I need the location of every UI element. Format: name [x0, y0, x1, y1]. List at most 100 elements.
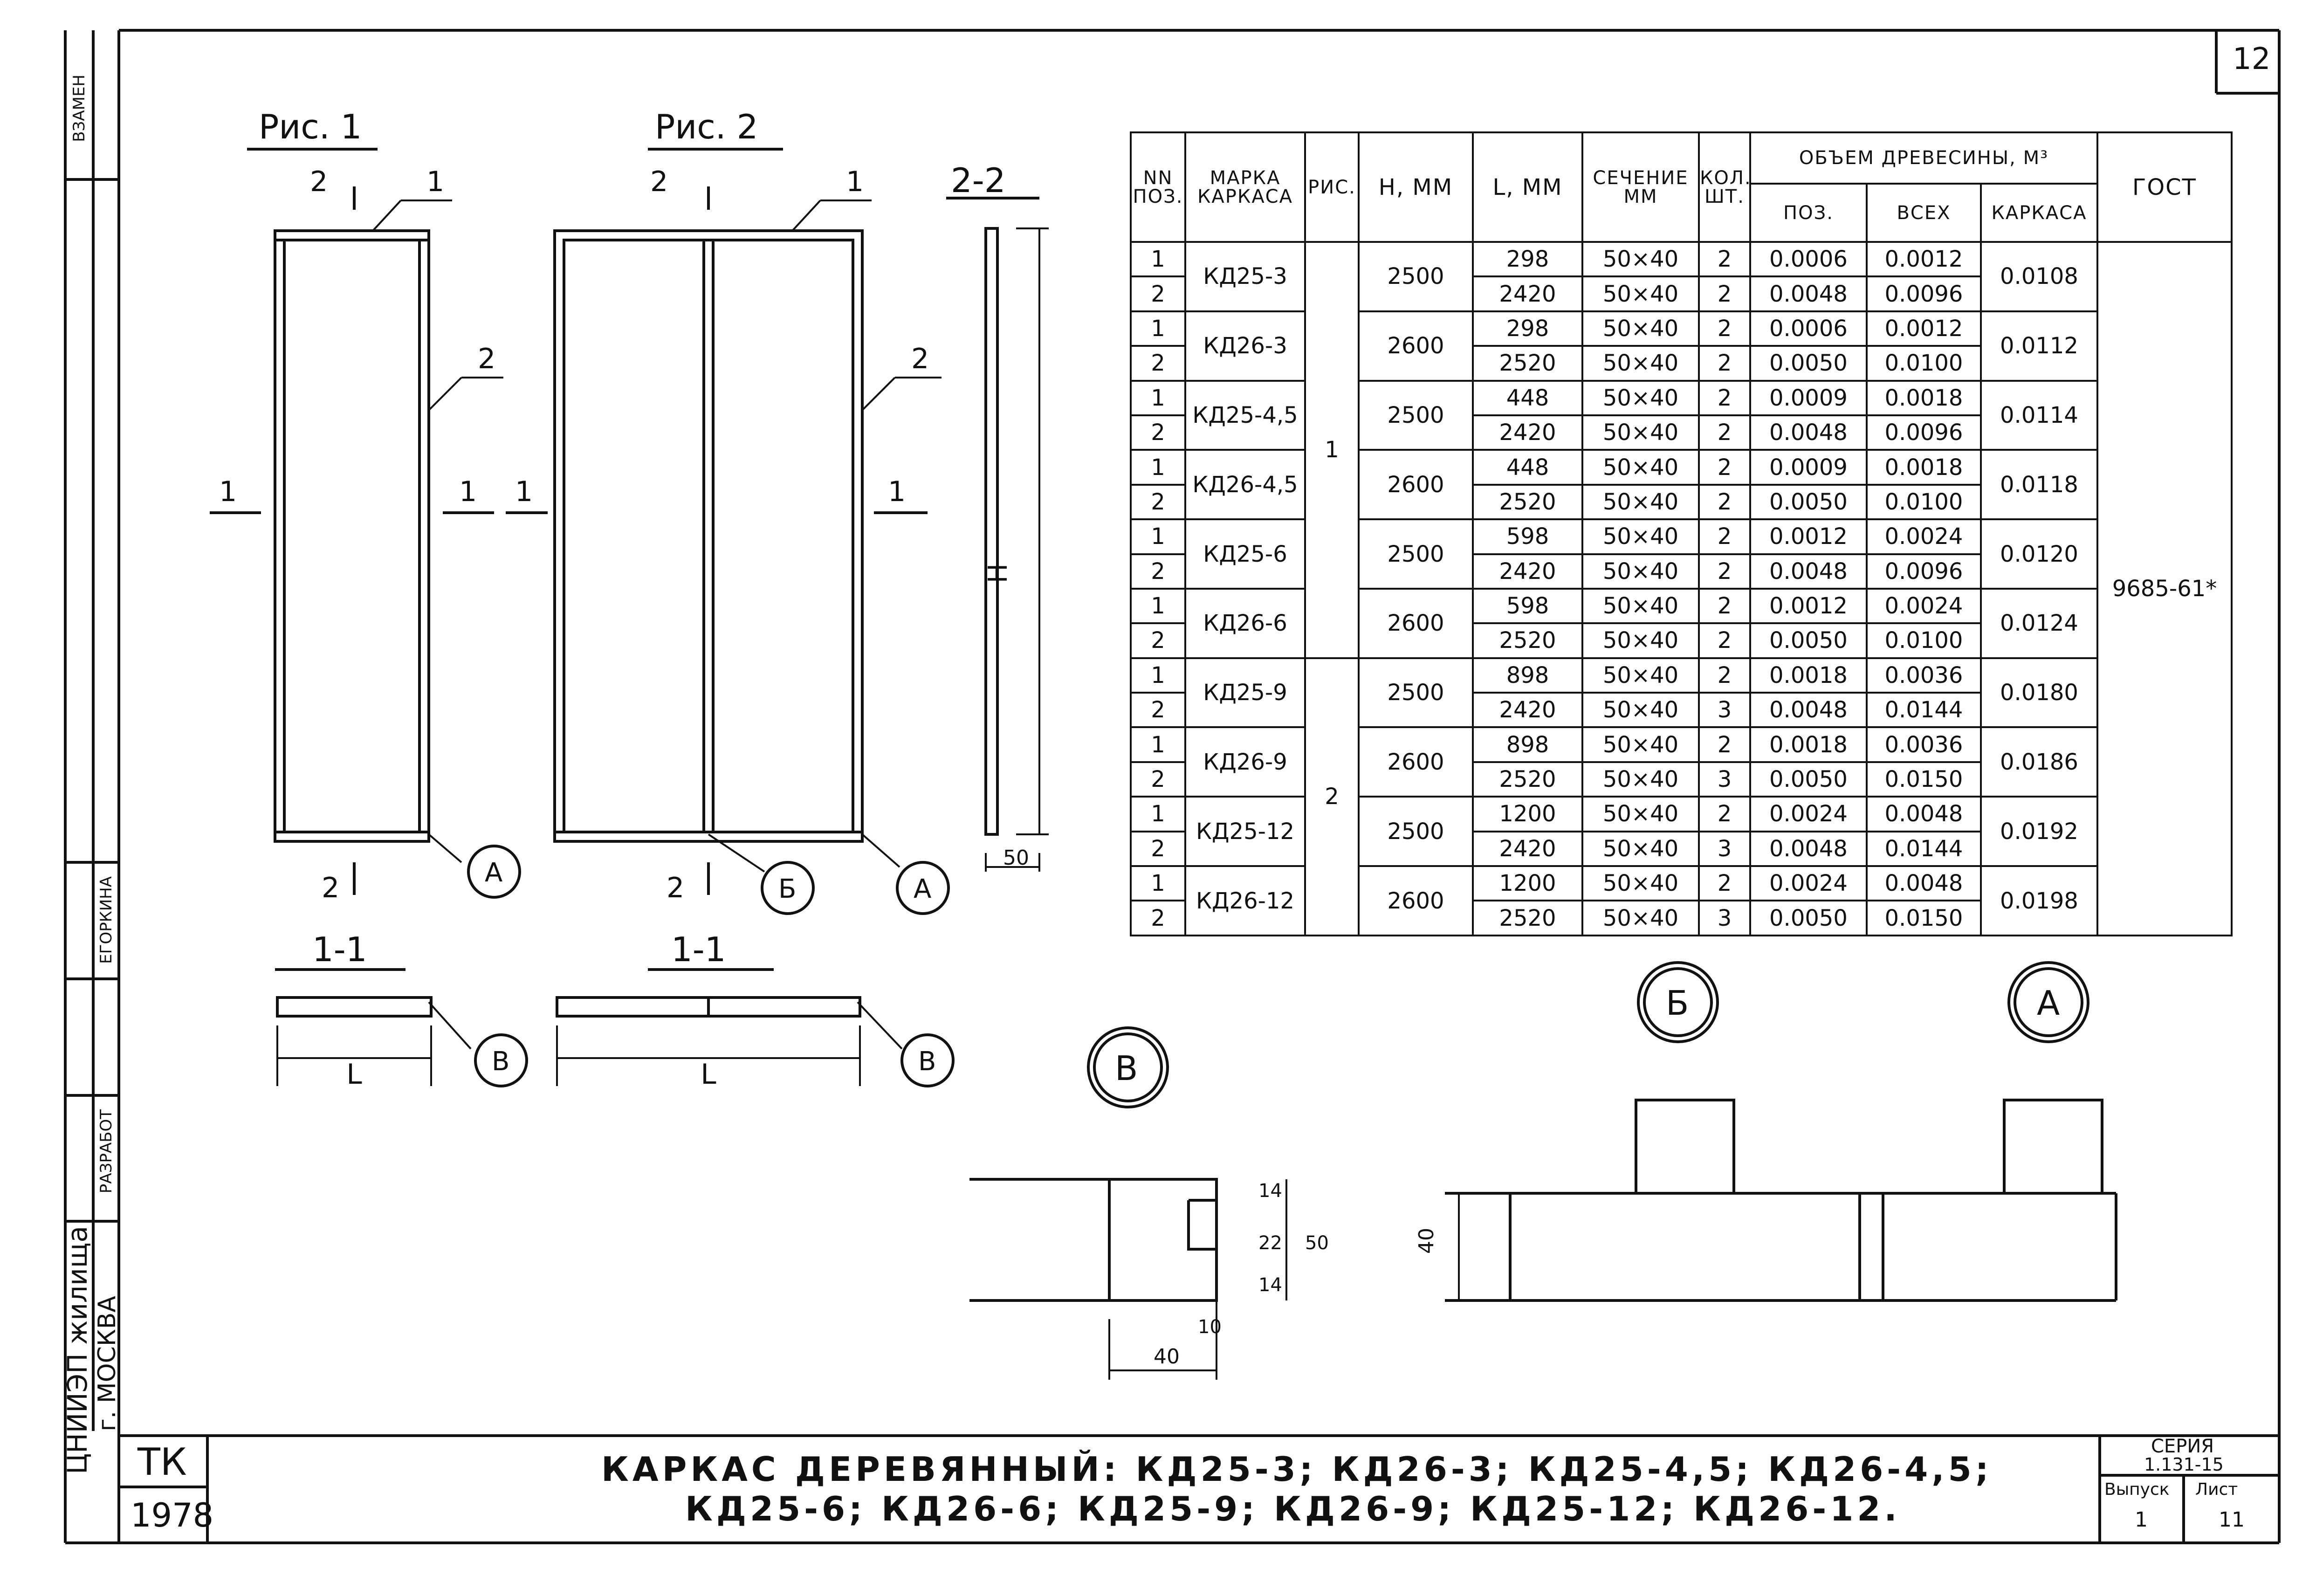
- svg-text:L: L: [701, 1058, 716, 1091]
- org-code: ТК: [137, 1440, 187, 1484]
- qty-value: 2: [1698, 310, 1751, 347]
- vol-pos-value: 0.0012: [1749, 518, 1868, 555]
- vol-all-value: 0.0036: [1866, 657, 1982, 694]
- pos-number: 2: [1130, 622, 1186, 659]
- vol-pos-value: 0.0009: [1749, 379, 1868, 416]
- height-value: 2600: [1358, 587, 1474, 659]
- section-value: 50×40: [1581, 622, 1700, 659]
- svg-text:40: 40: [1415, 1228, 1438, 1254]
- vol-frame-value: 0.0180: [1980, 657, 2098, 729]
- callout-v-sec1: В: [492, 1046, 510, 1077]
- length-value: 448: [1472, 449, 1583, 486]
- margin-razrabot: РАЗРАБОТ: [97, 1109, 116, 1194]
- qty-value: 2: [1698, 865, 1751, 902]
- section-value: 50×40: [1581, 865, 1700, 902]
- header-h: H, ММ: [1358, 131, 1474, 243]
- callout-v-sec2: В: [918, 1046, 936, 1077]
- fig2-title: Рис. 2: [655, 107, 758, 146]
- qty-value: 2: [1698, 275, 1751, 312]
- pos-number: 1: [1130, 449, 1186, 486]
- detail-a-title: А: [2037, 984, 2060, 1023]
- svg-text:H: H: [983, 564, 1013, 583]
- header-volume: ОБЪЕМ ДРЕВЕСИНЫ, М³: [1749, 131, 2098, 185]
- vol-pos-value: 0.0024: [1749, 865, 1868, 902]
- frame-mark: КД26-6: [1184, 587, 1306, 659]
- pos-number: 1: [1130, 310, 1186, 347]
- fig1-title: Рис. 1: [259, 107, 362, 146]
- pos-number: 2: [1130, 761, 1186, 798]
- qty-value: 2: [1698, 553, 1751, 590]
- height-value: 2500: [1358, 657, 1474, 729]
- pos-number: 2: [1130, 692, 1186, 729]
- frame-mark: КД25-4,5: [1184, 379, 1306, 451]
- length-value: 598: [1472, 518, 1583, 555]
- svg-text:10: 10: [1198, 1316, 1222, 1338]
- section-value: 50×40: [1581, 241, 1700, 278]
- vol-pos-value: 0.0024: [1749, 796, 1868, 832]
- vol-pos-value: 0.0006: [1749, 241, 1868, 278]
- qty-value: 3: [1698, 761, 1751, 798]
- qty-value: 3: [1698, 830, 1751, 867]
- detail-b-title: Б: [1666, 984, 1689, 1023]
- sheet-label: Лист: [2195, 1480, 2238, 1499]
- series-value: 1.131-15: [2144, 1454, 2224, 1475]
- vol-all-value: 0.0018: [1866, 449, 1982, 486]
- fig2-pos2-label: 2: [911, 343, 929, 375]
- qty-value: 2: [1698, 414, 1751, 451]
- sheet-number: 12: [2233, 42, 2271, 76]
- header-l: L, ММ: [1472, 131, 1583, 243]
- length-value: 898: [1472, 657, 1583, 694]
- qty-value: 2: [1698, 518, 1751, 555]
- fig2-section-mark-2-bottom: 2: [667, 872, 685, 904]
- pos-number: 1: [1130, 241, 1186, 278]
- fig1-pos2-label: 2: [478, 343, 496, 375]
- section-value: 50×40: [1581, 414, 1700, 451]
- margin-vzamen: ВЗАМЕН: [70, 75, 89, 142]
- length-value: 2520: [1472, 345, 1583, 382]
- pos-number: 2: [1130, 275, 1186, 312]
- vol-all-value: 0.0150: [1866, 900, 1982, 936]
- header-qty: КОЛ. ШТ.: [1698, 131, 1751, 243]
- fig2-section-mark-2-top: 2: [650, 165, 668, 198]
- pos-number: 2: [1130, 553, 1186, 590]
- vol-frame-value: 0.0124: [1980, 587, 2098, 659]
- svg-text:L: L: [346, 1058, 362, 1091]
- pos-number: 2: [1130, 345, 1186, 382]
- vol-pos-value: 0.0018: [1749, 726, 1868, 763]
- frame-mark: КД26-12: [1184, 865, 1306, 936]
- qty-value: 2: [1698, 657, 1751, 694]
- length-value: 2520: [1472, 900, 1583, 936]
- section-1-1-title-fig2: 1-1: [671, 930, 726, 969]
- frame-mark: КД26-4,5: [1184, 449, 1306, 521]
- qty-value: 2: [1698, 796, 1751, 832]
- vol-all-value: 0.0100: [1866, 622, 1982, 659]
- length-value: 598: [1472, 587, 1583, 625]
- callout-b-fig2: Б: [778, 874, 797, 904]
- vol-pos-value: 0.0048: [1749, 553, 1868, 590]
- issue-value: 1: [2135, 1508, 2148, 1532]
- qty-value: 2: [1698, 622, 1751, 659]
- vol-all-value: 0.0100: [1866, 483, 1982, 521]
- vol-pos-value: 0.0050: [1749, 622, 1868, 659]
- section-value: 50×40: [1581, 587, 1700, 625]
- vol-all-value: 0.0018: [1866, 379, 1982, 416]
- vol-all-value: 0.0036: [1866, 726, 1982, 763]
- qty-value: 2: [1698, 379, 1751, 416]
- svg-text:14: 14: [1258, 1274, 1282, 1296]
- length-value: 2520: [1472, 761, 1583, 798]
- vol-all-value: 0.0012: [1866, 241, 1982, 278]
- header-fig: РИС.: [1304, 131, 1360, 243]
- header-vol-pos: ПОЗ.: [1749, 183, 1868, 243]
- margin-city: г. МОСКВА: [93, 1296, 121, 1431]
- length-value: 298: [1472, 241, 1583, 278]
- vol-frame-value: 0.0120: [1980, 518, 2098, 590]
- frame-mark: КД26-3: [1184, 310, 1306, 382]
